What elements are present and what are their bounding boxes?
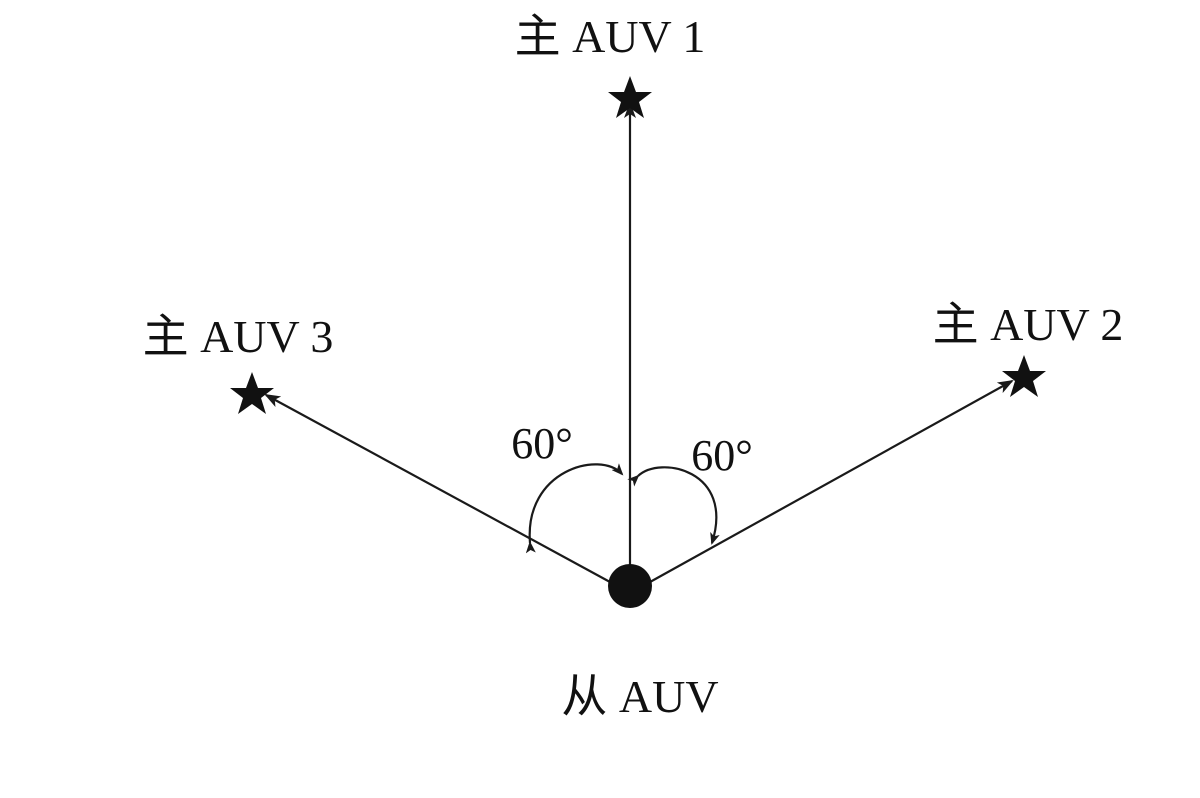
master-1-star-icon: [608, 76, 652, 118]
angle-arc-left: [525, 463, 624, 554]
master-1-label: 主 AUV 1: [515, 11, 706, 62]
master-3-star-icon: [230, 372, 274, 414]
master-2-star-icon: [1002, 355, 1046, 397]
angle-label-right: 60°: [691, 431, 753, 480]
angle-label-left: 60°: [511, 419, 573, 468]
slave-auv-dot: [608, 564, 652, 608]
angle-arc-right: [627, 466, 720, 545]
master-2-label: 主 AUV 2: [933, 299, 1124, 350]
slave-auv-label: 从 AUV: [561, 671, 718, 722]
master-3-label: 主 AUV 3: [143, 311, 334, 362]
vector-to-master-2: [649, 380, 1014, 583]
